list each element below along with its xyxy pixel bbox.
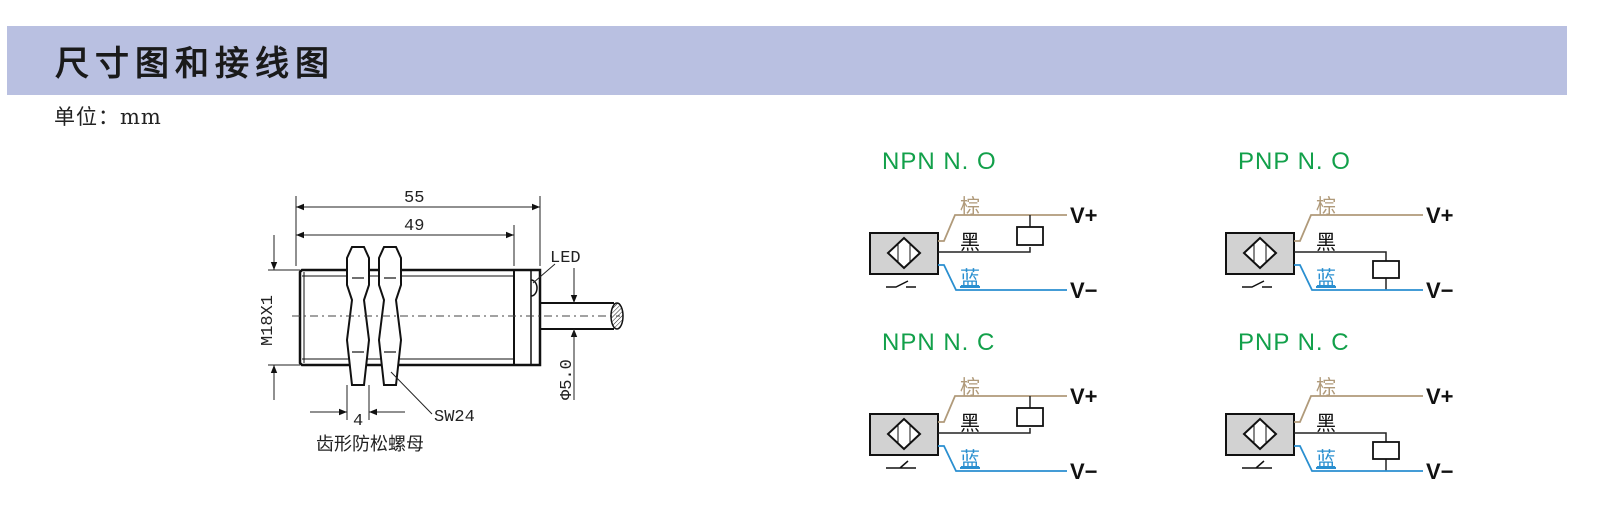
wire-label-brown: 棕 [960,194,980,218]
wire-label-blue: 蓝 [960,266,980,290]
wiring-title: NPN N. O [882,148,997,175]
supply-positive-label: V+ [1426,384,1454,409]
black-wire [938,247,1031,253]
wire-label-black: 黑 [960,230,980,254]
black-wire [1294,432,1387,442]
sensor-diamond-icon [1242,236,1278,270]
wrench-size-label: SW24 [434,408,475,427]
blue-wire [938,445,1067,472]
brown-wire [1294,395,1423,423]
wiring-title: PNP N. O [1238,148,1351,175]
wiring-title: NPN N. C [882,329,995,356]
wiring-diagram-pnp-no: PNP N. O 棕黑蓝 V+ V− [1225,148,1454,303]
wiring-title: PNP N. C [1238,329,1350,356]
wire-label-brown: 棕 [1316,375,1336,399]
switch-nc-icon [886,460,916,469]
dim-thread-spec: M18X1 [259,235,300,400]
brown-wire [1294,214,1423,242]
wire-label-blue: 蓝 [1316,447,1336,471]
black-wire [1294,251,1387,261]
black-wire [938,428,1031,434]
wire-label-blue: 蓝 [960,447,980,471]
wiring-diagram-pnp-nc: PNP N. C 棕黑蓝 V+ V− [1225,329,1454,484]
load-relay-icon [1372,260,1400,279]
brown-wire [938,214,1067,242]
wiring-diagram-npn-nc: NPN N. C 棕黑蓝 V+ V− [869,329,1098,484]
wire-label-black: 黑 [960,411,980,435]
brown-wire [938,395,1067,423]
blue-wire [938,264,1067,291]
dim-total-length-label: 55 [404,189,424,208]
wiring-diagram-npn-no: NPN N. O 棕黑蓝 V+ V− [869,148,1098,303]
wire-label-black: 黑 [1316,230,1336,254]
supply-positive-label: V+ [1070,384,1098,409]
supply-positive-label: V+ [1426,203,1454,228]
supply-negative-label: V− [1070,459,1098,484]
unit-label: 单位：mm [54,105,162,129]
wire-label-blue: 蓝 [1316,266,1336,290]
sensor-diamond-icon [1242,417,1278,451]
dim-thread-length: 49 [296,217,514,239]
section-title: 尺寸图和接线图 [55,44,335,84]
switch-nc-icon [1242,460,1272,469]
sensor-diamond-icon [886,236,922,270]
switch-no-icon [1242,280,1272,288]
blue-wire [1294,445,1423,472]
dim-total-length: 55 [296,189,540,211]
dim-cable-diameter-label: Φ5.0 [558,359,577,400]
wire-label-brown: 棕 [960,375,980,399]
wire-label-brown: 棕 [1316,194,1336,218]
switch-no-icon [886,280,916,288]
dim-thread-spec-label: M18X1 [259,295,278,346]
supply-positive-label: V+ [1070,203,1098,228]
supply-negative-label: V− [1426,459,1454,484]
supply-negative-label: V− [1426,278,1454,303]
dim-cable-diameter: Φ5.0 [558,268,578,400]
led-indicator [530,279,538,297]
led-label: LED [550,249,581,268]
dim-nut-thickness-label: 4 [353,412,363,431]
load-relay-icon [1016,407,1044,427]
led-callout: LED [532,249,581,284]
wrench-size-callout: SW24 [390,371,475,427]
section-header-banner: 尺寸图和接线图 [7,26,1567,95]
dim-thread-length-label: 49 [404,217,424,236]
dim-nut-thickness: 4 [310,385,405,431]
nut-caption: 齿形防松螺母 [316,434,424,455]
blue-wire [1294,264,1423,291]
load-relay-icon [1372,441,1400,460]
load-relay-icon [1016,226,1044,246]
supply-negative-label: V− [1070,278,1098,303]
wire-label-black: 黑 [1316,411,1336,435]
sensor-diamond-icon [886,417,922,451]
